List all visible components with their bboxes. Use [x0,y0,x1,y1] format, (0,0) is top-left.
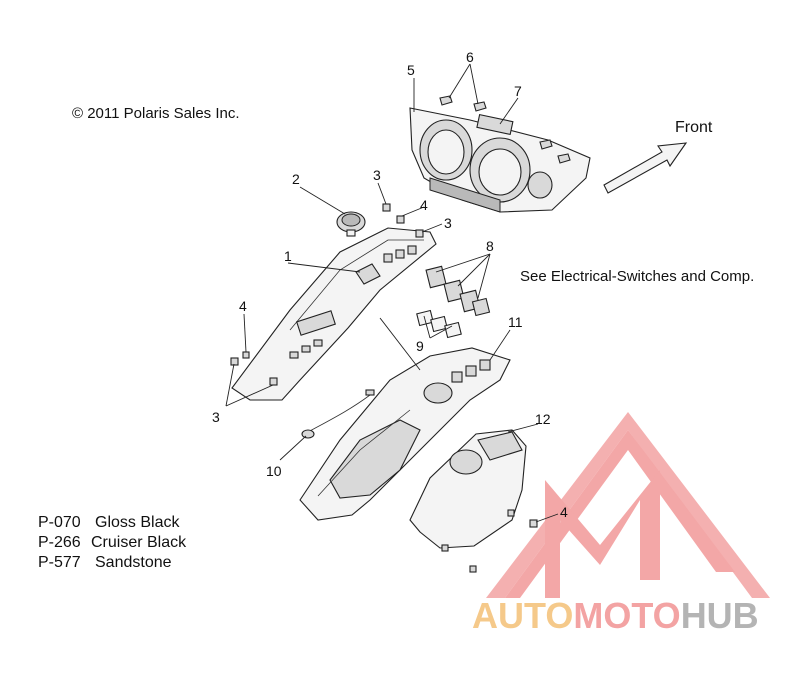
color-code-list: P-070 Gloss Black P-266 Cruiser Black P-… [38,514,187,571]
color-code-row: P-266 Cruiser Black [38,534,187,551]
callout-2: 2 [292,171,300,187]
color-code: P-577 [38,554,81,571]
instrument-bezel-part-5 [409,107,591,213]
front-label: Front [675,119,713,136]
color-name: Sandstone [95,554,172,571]
callout-3-right: 3 [444,215,452,231]
color-code-row: P-577 Sandstone [38,554,172,571]
color-code-row: P-070 Gloss Black [38,514,180,531]
side-panel-part-12 [409,429,527,549]
callout-4-upper: 4 [420,197,428,213]
switches-part-8 [425,265,491,317]
callout-4-lower: 4 [560,504,568,520]
color-name: Gloss Black [95,514,180,531]
callout-10: 10 [266,463,282,479]
callout-5: 5 [407,62,415,78]
callout-4-left: 4 [239,298,247,314]
clips-part-6 [439,95,571,164]
watermark-logo [486,412,770,598]
watermark-part-moto: MOTO [573,595,680,636]
callout-12: 12 [535,411,551,427]
color-code: P-070 [38,514,81,531]
watermark-triangle [505,430,735,598]
callout-1: 1 [284,248,292,264]
switch-bezels-part-9 [416,309,462,339]
callout-7: 7 [514,83,522,99]
watermark-text: AUTOMOTOHUB [472,595,759,636]
watermark-triangle-inner [486,412,770,598]
callout-8: 8 [486,238,494,254]
lower-console-part-11 [299,347,511,521]
color-code: P-266 [38,534,81,551]
watermark-m-shape [545,470,660,598]
callout-numbers: 5 6 7 2 3 4 3 1 8 4 9 11 3 12 10 4 [212,49,568,520]
callout-9: 9 [416,338,424,354]
fasteners [230,203,538,573]
wire-harness-part-10 [301,389,375,439]
callout-6: 6 [466,49,474,65]
console-cover-part-1 [231,227,437,401]
gauge-part-2 [336,211,366,237]
watermark-part-hub: HUB [681,595,759,636]
front-direction-arrow [603,142,688,194]
electrical-note: See Electrical-Switches and Comp. [520,268,754,285]
watermark-part-auto: AUTO [472,595,573,636]
callout-3-upper: 3 [373,167,381,183]
leader-lines [225,63,559,523]
callout-3-left: 3 [212,409,220,425]
copyright-text: © 2011 Polaris Sales Inc. [72,105,240,122]
callout-11: 11 [508,314,523,330]
color-name: Cruiser Black [91,534,187,551]
